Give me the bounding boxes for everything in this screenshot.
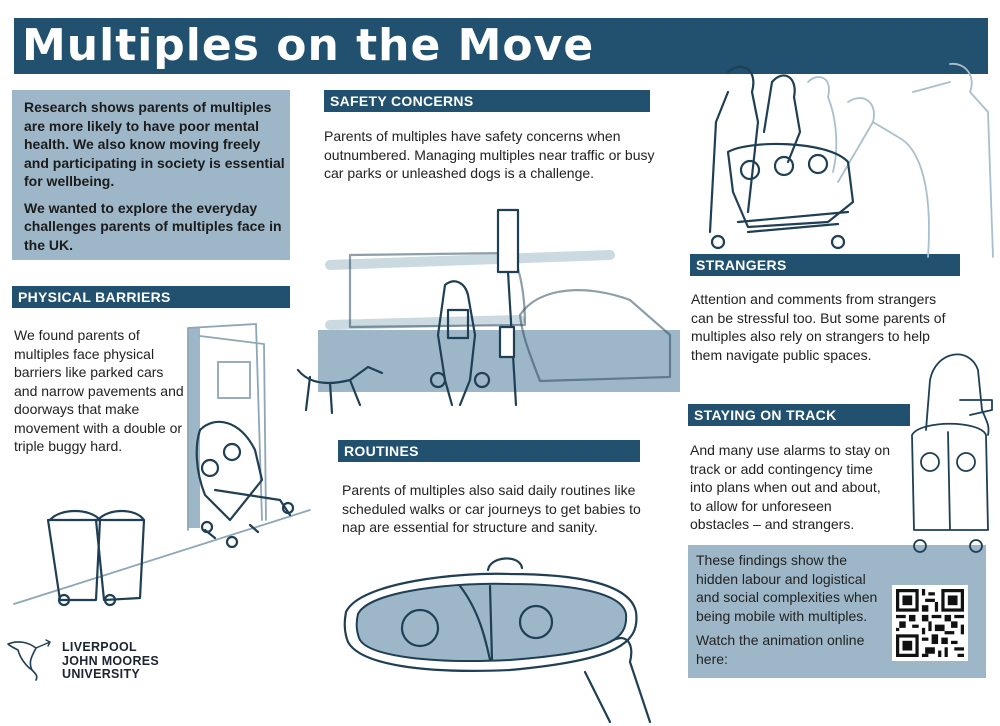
logo-line-1: LIVERPOOL — [62, 640, 137, 654]
staying-on-track-heading: STAYING ON TRACK — [688, 404, 910, 426]
strangers-family-illustration — [708, 63, 994, 258]
traffic-crossing-illustration — [296, 208, 680, 415]
logo-line-2: JOHN MOORES — [62, 653, 160, 668]
routines-heading: ROUTINES — [338, 440, 640, 462]
page-title: Multiples on the Move — [22, 20, 595, 71]
staying-on-track-text: And many use alarms to stay on track or … — [690, 442, 890, 532]
intro-panel — [12, 90, 290, 260]
routines-text: Parents of multiples also said daily rou… — [342, 482, 641, 535]
intro-text: Research shows parents of multiples are … — [24, 98, 286, 262]
intro-paragraph-1: Research shows parents of multiples are … — [24, 99, 285, 189]
strangers-heading: STRANGERS — [690, 254, 960, 276]
doorway-buggy-illustration — [13, 323, 311, 607]
findings-text: These findings show the hidden labour an… — [696, 552, 878, 624]
logo-line-3: UNIVERSITY — [62, 667, 141, 681]
qr-code-icon[interactable] — [892, 585, 968, 661]
liver-bird-logo-icon — [7, 639, 51, 681]
physical-barriers-heading: PHYSICAL BARRIERS — [12, 286, 290, 308]
safety-concerns-heading: SAFETY CONCERNS — [324, 90, 650, 112]
parent-double-buggy-illustration — [911, 353, 993, 553]
university-logo-text: LIVERPOOL JOHN MOORES UNIVERSITY — [62, 640, 160, 682]
intro-paragraph-2: We wanted to explore the everyday challe… — [24, 199, 282, 253]
title-banner — [14, 18, 988, 74]
safety-concerns-text: Parents of multiples have safety concern… — [324, 128, 655, 181]
strangers-text: Attention and comments from strangers ca… — [691, 291, 946, 363]
watch-animation-text: Watch the animation online here: — [696, 632, 865, 667]
rearview-mirror-illustration — [343, 557, 652, 724]
physical-barriers-text: We found parents of multiples face physi… — [14, 327, 184, 454]
